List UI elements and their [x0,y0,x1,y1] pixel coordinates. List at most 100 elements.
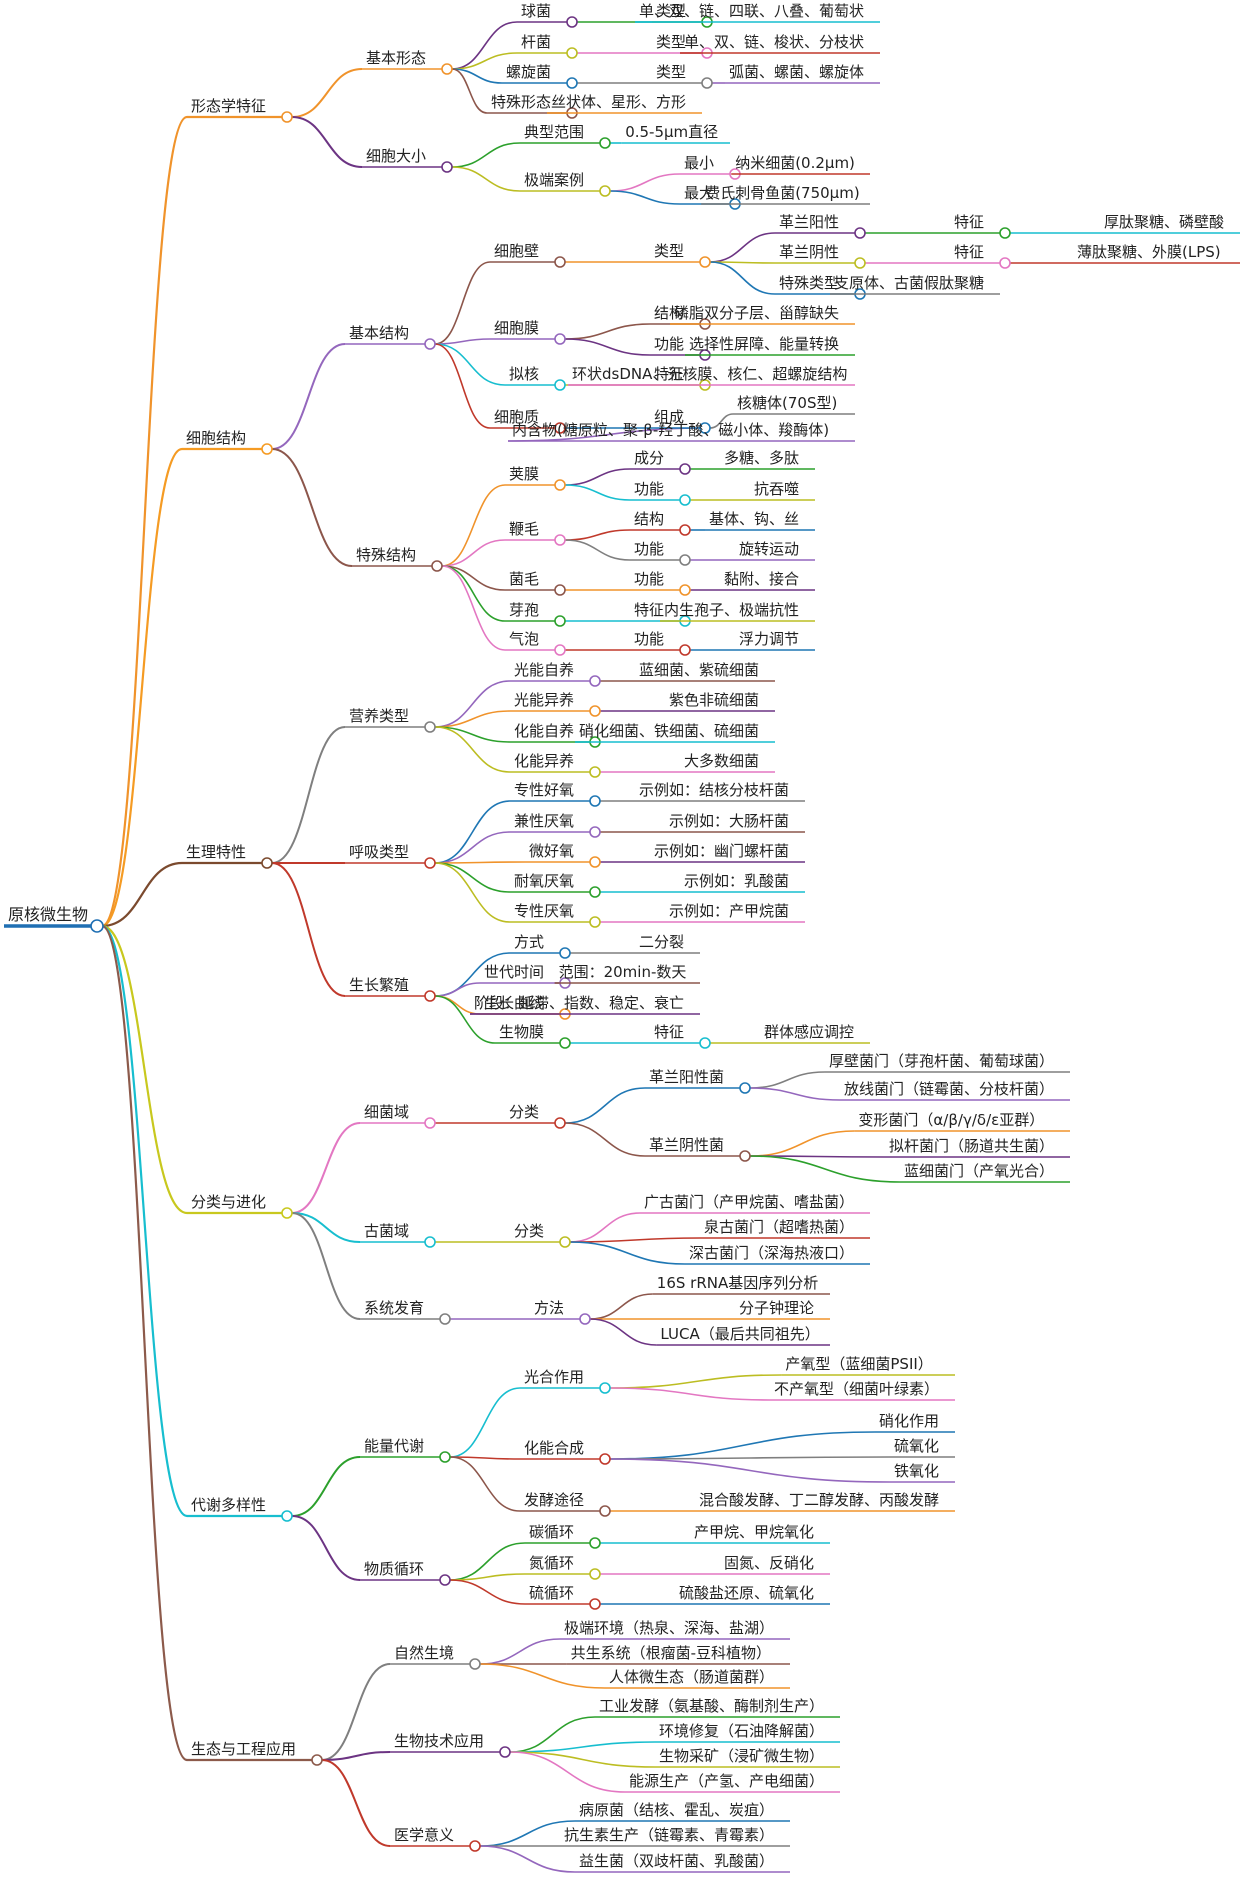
expand-toggle-icon[interactable] [679,554,691,566]
node-m-cocci[interactable]: 球菌 [517,2,578,28]
node-tax-gp-1[interactable]: 厚壁菌门（芽孢杆菌、葡萄球菌） [825,1052,1070,1073]
expand-toggle-icon[interactable] [589,1568,601,1580]
expand-toggle-icon[interactable] [589,795,601,807]
node-cyto-c1[interactable]: 核糖体(70S型) [733,394,855,415]
node-grow-g-v[interactable]: 范围：20min-数天 [554,963,700,984]
expand-toggle-icon[interactable] [559,1037,571,1049]
node-m-bacilli[interactable]: 杆菌 [517,33,578,59]
node-flag[interactable]: 鞭毛 [505,520,566,546]
node-resp-ma-v[interactable]: 示例如：幽门螺杆菌 [650,842,805,863]
node-tax-phy-1[interactable]: 16S rRNA基因序列分析 [652,1274,830,1295]
node-m-special-v[interactable]: 丝状体、星形、方形 [547,93,702,114]
node-eco-nat-2[interactable]: 共生系统（根瘤菌-豆科植物） [566,1644,790,1665]
node-cyto-c2[interactable]: 内含物(糖原粒、聚-β-羟丁酸、磁小体、羧酶体) [508,421,855,442]
node-struct-basic[interactable]: 基本结构 [345,324,436,350]
expand-toggle-icon[interactable] [699,1037,711,1049]
node-resp-an[interactable]: 专性厌氧 [510,902,601,928]
expand-toggle-icon[interactable] [679,463,691,475]
node-tax-gn-1[interactable]: 变形菌门（α/β/γ/δ/ε亚群） [854,1111,1070,1132]
node-morph-size[interactable]: 细胞大小 [362,147,453,173]
node-tax-gn-2[interactable]: 拟杆菌门（肠道共生菌） [885,1137,1070,1158]
node-eco-nat-3[interactable]: 人体微生态（肠道菌群） [605,1668,790,1689]
node-tax-phy-2[interactable]: 分子钟理论 [735,1299,830,1320]
expand-toggle-icon[interactable] [469,1658,481,1670]
node-s-max-v[interactable]: 费氏刺骨鱼菌(750μm) [701,184,870,205]
node-eco-nat-1[interactable]: 极端环境（热泉、深海、盐湖） [560,1619,790,1640]
expand-toggle-icon[interactable] [589,886,601,898]
node-m-bacilli-type-v[interactable]: 单、双、链、梭状、分枝状 [680,33,880,54]
node-nut-pa-v[interactable]: 蓝细菌、紫硫细菌 [635,661,775,682]
expand-toggle-icon[interactable] [441,63,453,75]
node-tax-arc[interactable]: 古菌域 [360,1222,436,1248]
expand-toggle-icon[interactable] [739,1082,751,1094]
expand-toggle-icon[interactable] [999,227,1011,239]
node-wall-type[interactable]: 类型 [650,242,711,268]
expand-toggle-icon[interactable] [424,857,436,869]
expand-toggle-icon[interactable] [439,1574,451,1586]
node-s-min-v[interactable]: 纳米细菌(0.2μm) [731,154,870,175]
node-resp-ma[interactable]: 微好氧 [525,842,601,868]
node-nut-ch-v[interactable]: 大多数细菌 [680,752,775,773]
expand-toggle-icon[interactable] [261,443,273,455]
node-spore[interactable]: 芽孢 [505,601,566,627]
expand-toggle-icon[interactable] [599,1382,611,1394]
expand-toggle-icon[interactable] [854,257,866,269]
node-vesic-f[interactable]: 功能 [630,630,691,656]
node-meta-photo-2[interactable]: 不产氧型（细菌叶绿素） [770,1380,955,1401]
expand-toggle-icon[interactable] [679,524,691,536]
node-m-spiral-type[interactable]: 类型 [652,63,713,89]
expand-toggle-icon[interactable] [589,826,601,838]
node-eco-bio-1[interactable]: 工业发酵（氨基酸、酶制剂生产） [595,1697,840,1718]
expand-toggle-icon[interactable] [599,1505,611,1517]
node-morph[interactable]: 形态学特征 [187,97,293,123]
node-pili-fv[interactable]: 黏附、接合 [720,570,815,591]
node-nut-ph-v[interactable]: 紫色非硫细菌 [665,691,775,712]
node-wall-gp-fv[interactable]: 厚肽聚糖、磷壁酸 [1100,213,1240,234]
expand-toggle-icon[interactable] [554,644,566,656]
node-pili-f[interactable]: 功能 [630,570,691,596]
node-phys-resp[interactable]: 呼吸类型 [345,843,436,869]
node-grow-m[interactable]: 方式 [510,933,571,959]
node-meta-photo-1[interactable]: 产氧型（蓝细菌PSII） [781,1355,955,1376]
expand-toggle-icon[interactable] [554,534,566,546]
node-eco-med-3[interactable]: 益生菌（双歧杆菌、乳酸菌） [575,1852,790,1873]
node-wall[interactable]: 细胞壁 [490,242,566,268]
node-flag-fv[interactable]: 旋转运动 [735,540,815,561]
expand-toggle-icon[interactable] [589,916,601,928]
node-eco-med[interactable]: 医学意义 [390,1826,481,1852]
node-eco-bio-2[interactable]: 环境修复（石油降解菌） [655,1722,840,1743]
expand-toggle-icon[interactable] [431,560,443,572]
node-meta-ferm[interactable]: 发酵途径 [520,1491,611,1517]
node-nucl[interactable]: 拟核 [505,365,566,391]
node-caps[interactable]: 荚膜 [505,465,566,491]
node-eco-med-2[interactable]: 抗生素生产（链霉素、青霉素） [560,1826,790,1847]
expand-toggle-icon[interactable] [599,185,611,197]
node-resp-fa-v[interactable]: 示例如：大肠杆菌 [665,812,805,833]
expand-toggle-icon[interactable] [439,1313,451,1325]
expand-toggle-icon[interactable] [566,16,578,28]
expand-toggle-icon[interactable] [699,256,711,268]
node-eco-bio-4[interactable]: 能源生产（产氢、产电细菌） [625,1772,840,1793]
node-resp-at-v[interactable]: 示例如：乳酸菌 [680,872,805,893]
node-tax-phy[interactable]: 系统发育 [360,1299,451,1325]
expand-toggle-icon[interactable] [579,1313,591,1325]
node-struct-special[interactable]: 特殊结构 [352,546,443,572]
node-memb-fv[interactable]: 选择性屏障、能量转换 [685,335,855,356]
expand-toggle-icon[interactable] [554,584,566,596]
node-resp-oa[interactable]: 专性好氧 [510,781,601,807]
node-cyc-n[interactable]: 氮循环 [525,1554,601,1580]
expand-toggle-icon[interactable] [554,256,566,268]
node-wall-sp-v[interactable]: 支原体、古菌假肽聚糖 [830,274,1000,295]
expand-toggle-icon[interactable] [424,338,436,350]
expand-toggle-icon[interactable] [589,766,601,778]
node-grow-c-v[interactable]: 阶段：延滞、指数、稳定、衰亡 [470,994,700,1015]
expand-toggle-icon[interactable] [554,479,566,491]
expand-toggle-icon[interactable] [424,990,436,1002]
node-tax-gp-2[interactable]: 放线菌门（链霉菌、分枝杆菌） [840,1080,1070,1101]
expand-toggle-icon[interactable] [701,77,713,89]
expand-toggle-icon[interactable] [499,1746,511,1758]
expand-toggle-icon[interactable] [559,1236,571,1248]
node-phys[interactable]: 生理特性 [182,843,273,869]
node-grow-b-f[interactable]: 特征 [650,1023,711,1049]
expand-toggle-icon[interactable] [699,422,711,434]
